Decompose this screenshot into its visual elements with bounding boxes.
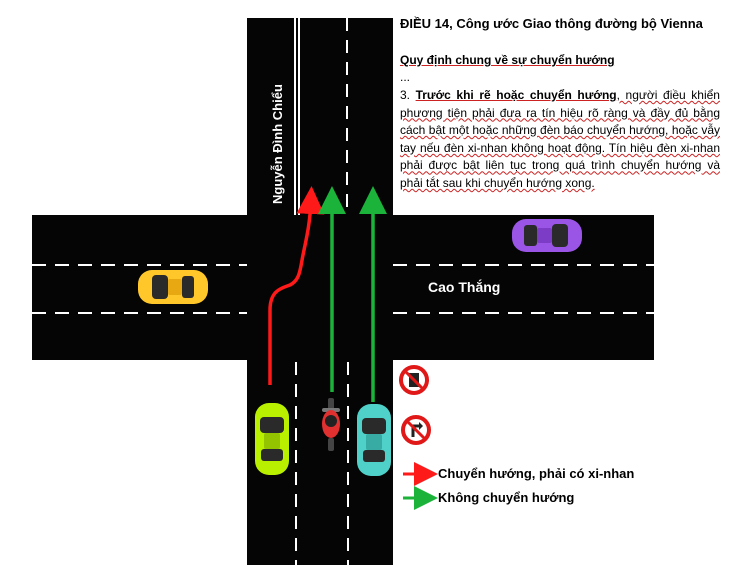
horizontal-road-markings	[32, 264, 654, 314]
lime-car-icon	[255, 403, 289, 475]
no-truck-sign-icon	[399, 365, 429, 395]
no-turn-sign-icon	[401, 415, 431, 445]
street-name-vertical: Nguyễn Đình Chiểu	[270, 84, 285, 204]
red-turn-arrow	[268, 186, 325, 385]
legend-red-label: Chuyển hướng, phải có xi-nhan	[438, 466, 635, 481]
legend-green-label: Không chuyển hướng	[438, 490, 575, 505]
vertical-road-markings-bottom	[295, 362, 349, 565]
street-name-horizontal: Cao Thắng	[428, 279, 501, 295]
motorbike-icon	[322, 398, 340, 451]
vertical-road-markings-top	[294, 18, 348, 215]
law-paragraph-lead: 3.	[400, 88, 416, 102]
law-subtitle: Quy định chung về sự chuyển hướng	[400, 53, 615, 67]
purple-car-icon	[512, 219, 582, 252]
law-ellipsis: ...	[400, 70, 411, 84]
law-title: ĐIỀU 14, Công ước Giao thông đường bộ Vi…	[400, 16, 703, 31]
law-paragraph: 3. Trước khi rẽ hoặc chuyển hướng, người…	[400, 87, 720, 193]
cyan-car-icon	[357, 404, 391, 476]
law-paragraph-rest: , người điều khiển phương tiện phải đưa …	[400, 88, 720, 190]
law-paragraph-bold: Trước khi rẽ hoặc chuyển hướng	[415, 88, 617, 102]
yellow-car-icon	[138, 270, 208, 304]
